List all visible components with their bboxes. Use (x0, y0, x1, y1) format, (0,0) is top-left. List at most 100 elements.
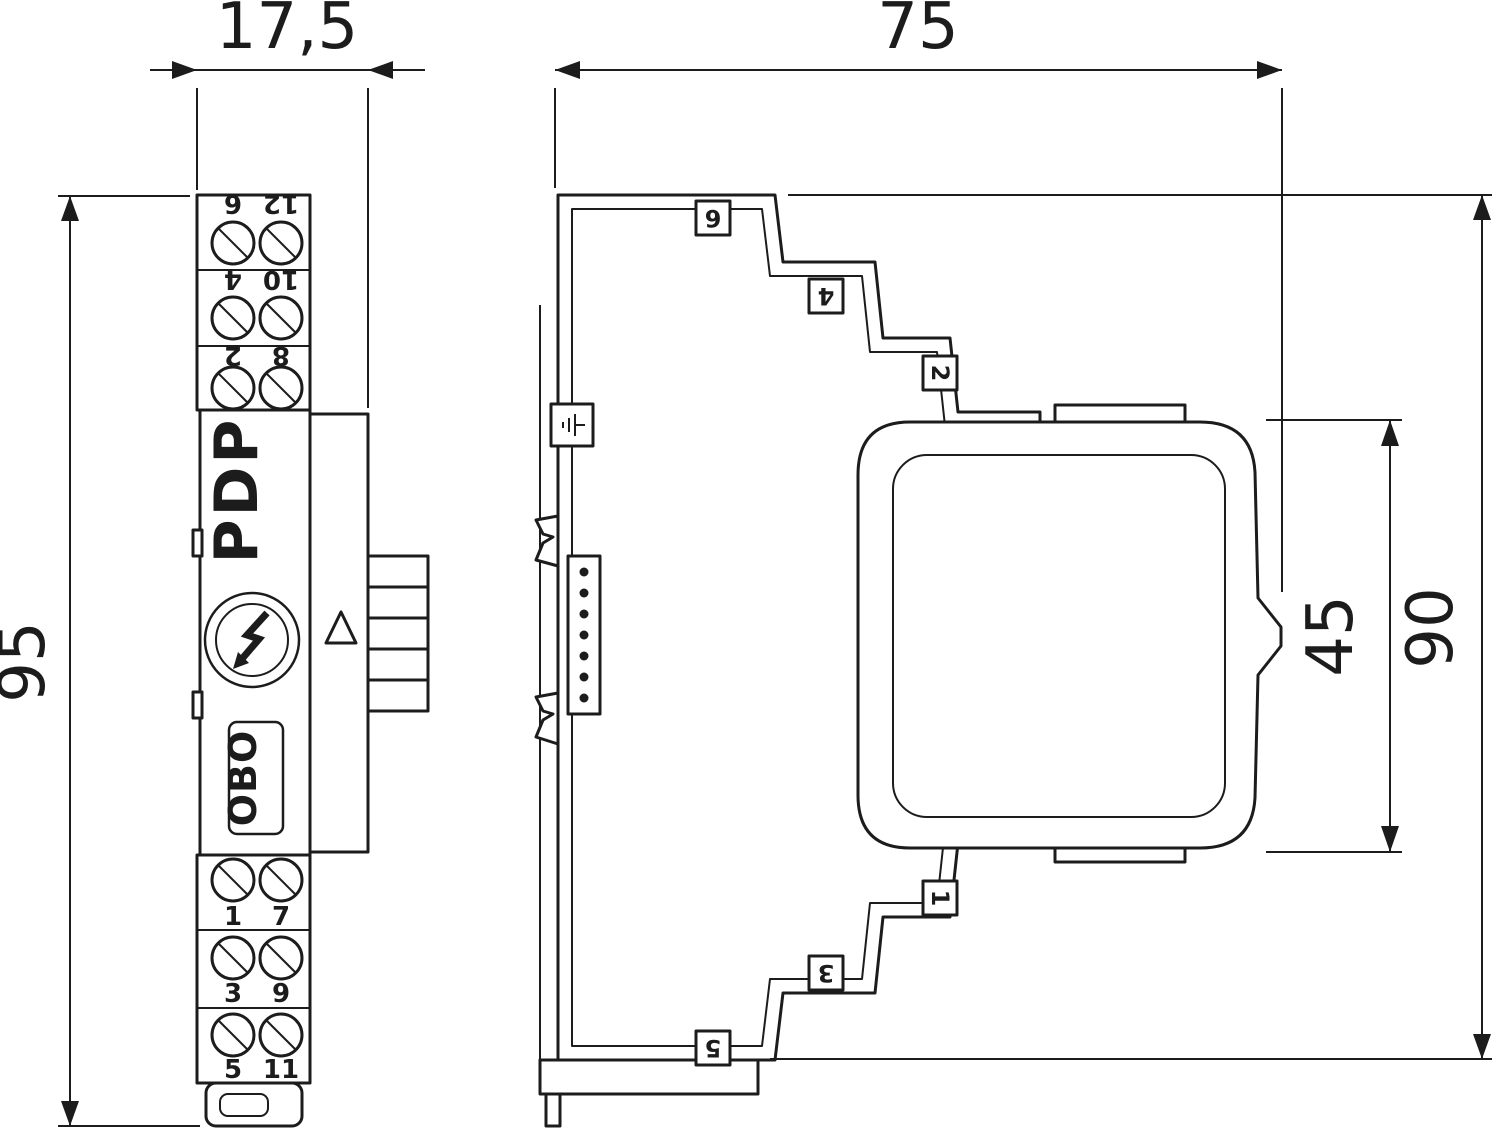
mounting-foot-lip (544, 1092, 562, 1128)
dim-arrow (61, 196, 79, 221)
screw-terminal-icon (210, 1012, 256, 1058)
label-number: 6 (705, 204, 722, 232)
dim-front-height: 95 (0, 195, 200, 1127)
dim-front-height-label: 95 (0, 621, 60, 702)
label-box (807, 954, 845, 992)
label-box (921, 879, 959, 917)
earth-ground-icon (562, 414, 585, 436)
connector-tooth (366, 678, 430, 713)
product-label: PDP (202, 417, 272, 564)
terminal-number: 10 (263, 264, 299, 294)
terminal-number: 11 (263, 1055, 299, 1085)
module-outline (856, 420, 1283, 850)
contact-pin (579, 651, 589, 661)
front-bottom-terminal-block: 1 7 3 9 5 11 (195, 853, 312, 1085)
front-view: 6 12 4 10 2 8 PDP (191, 188, 430, 1128)
label-box (694, 199, 732, 237)
contact-pin (579, 693, 589, 703)
dim-arrow (1473, 1034, 1491, 1059)
screw-terminal-icon (258, 857, 304, 903)
side-label-5: 5 (694, 1029, 732, 1067)
brand-label: OBO (221, 730, 265, 827)
dim-arrow (172, 61, 197, 79)
brand-box (227, 720, 285, 836)
logo-bolt (238, 610, 270, 663)
screw-terminal-icon (258, 1012, 304, 1058)
side-label-4: 4 (807, 277, 845, 315)
screw-terminal-icon (258, 365, 304, 411)
left-clip-notch (191, 528, 204, 558)
contact-pin (579, 567, 589, 577)
triangle-marker-icon (324, 610, 358, 645)
label-number: 2 (926, 365, 954, 382)
bottom-tab-slot (219, 1093, 269, 1117)
rail-clamp-bottom (534, 691, 560, 746)
connector-tooth (366, 647, 430, 682)
label-number: 5 (705, 1034, 722, 1062)
label-number: 3 (818, 959, 835, 987)
dim-arrow (1257, 61, 1282, 79)
label-box (921, 354, 959, 392)
connector-tooth (366, 554, 430, 589)
dim-arrow (61, 1101, 79, 1126)
label-box (807, 277, 845, 315)
label-number: 1 (926, 890, 954, 907)
contact-pin (579, 672, 589, 682)
dim-front-width: 17,5 (150, 0, 425, 408)
terminal-number: 3 (224, 979, 242, 1009)
dim-side-height: 90 (770, 194, 1492, 1060)
terminal-number: 5 (224, 1055, 242, 1085)
terminal-number: 8 (272, 340, 290, 370)
connector-tooth (366, 585, 430, 620)
front-bottom-tab (204, 1081, 304, 1128)
screw-terminal-icon (210, 935, 256, 981)
label-number: 4 (818, 282, 835, 310)
dim-arrow (555, 61, 580, 79)
terminal-number: 12 (263, 188, 299, 218)
screw-terminal-icon (258, 220, 304, 266)
dim-module-height: 45 (1266, 419, 1402, 853)
screw-terminal-icon (210, 857, 256, 903)
logo-bolt-arrowhead (233, 652, 249, 669)
screw-terminal-icon (210, 220, 256, 266)
dim-side-width-label: 75 (877, 0, 958, 64)
dim-front-width-label: 17,5 (216, 0, 359, 64)
front-body: PDP OBO (191, 408, 430, 857)
earth-label (549, 402, 595, 448)
side-label-3: 3 (807, 954, 845, 992)
dim-arrow (1473, 195, 1491, 220)
logo-inner-ring (215, 603, 289, 677)
side-label-2: 2 (921, 354, 959, 392)
dim-arrow (1381, 826, 1399, 852)
module-top-tab (1053, 403, 1187, 424)
terminal-number: 9 (272, 979, 290, 1009)
front-top-terminal-block: 6 12 4 10 2 8 (195, 188, 312, 412)
terminal-number: 6 (224, 188, 242, 218)
screw-terminal-icon (210, 365, 256, 411)
module-face-inset (892, 454, 1226, 818)
dim-module-height-label: 45 (1294, 595, 1368, 676)
dim-side-width: 75 (554, 0, 1283, 592)
lightning-logo-icon (203, 591, 301, 689)
logo-outer-ring (203, 591, 301, 689)
side-view: 6 4 2 1 3 5 (534, 193, 1283, 1128)
connector-tooth (366, 616, 430, 651)
contact-pin (579, 609, 589, 619)
rail-clamp-top (534, 514, 560, 568)
dim-arrow (1381, 420, 1399, 446)
terminal-number: 7 (272, 902, 290, 932)
contact-strip (566, 554, 602, 716)
terminal-number: 2 (224, 340, 242, 370)
terminal-number: 1 (224, 902, 242, 932)
label-box (549, 402, 595, 448)
side-label-1: 1 (921, 879, 959, 917)
screw-terminal-icon (258, 935, 304, 981)
dim-arrow (368, 61, 393, 79)
side-label-6: 6 (694, 199, 732, 237)
screw-terminal-icon (210, 295, 256, 341)
contact-pin (579, 588, 589, 598)
left-clip-notch (191, 690, 204, 720)
label-box (694, 1029, 732, 1067)
